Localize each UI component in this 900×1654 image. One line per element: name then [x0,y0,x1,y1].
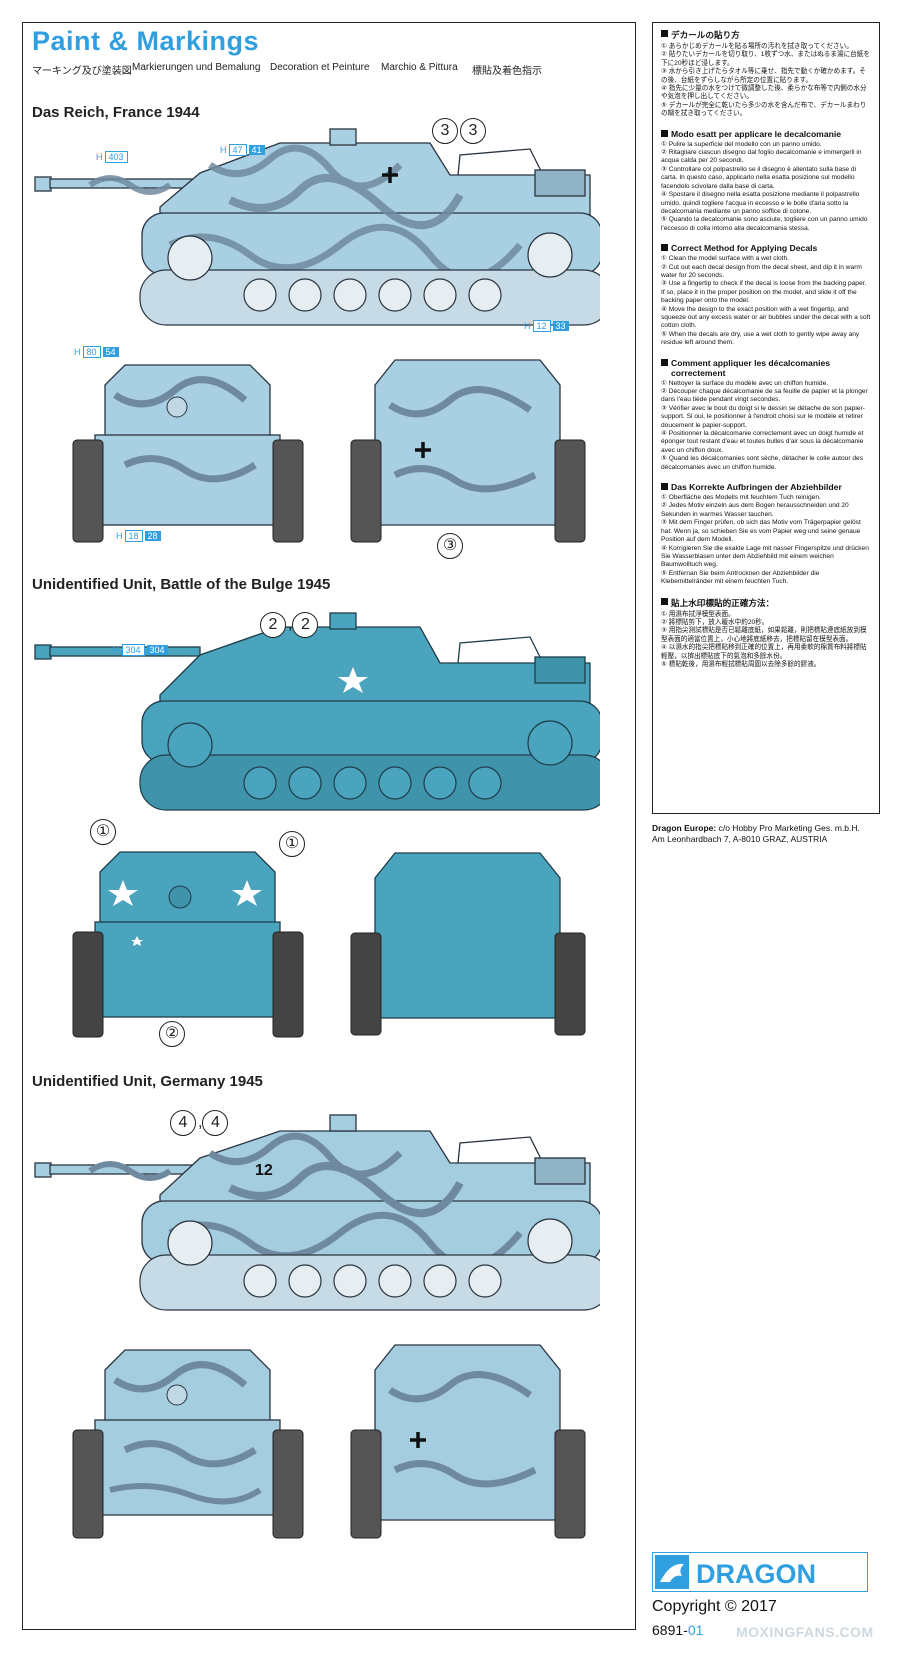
hull-number: 12 [255,1162,273,1179]
tank-rear-view-3 [350,1344,586,1539]
instructions-zh: 貼上水印標貼的正確方法： ① 用濕布拭淨模型表面。 ② 將標貼剪下，放入暖水中約… [661,597,871,670]
step: ① Nettoyer la surface du modèle avec un … [661,379,829,387]
decal-callout-1-left: ① [90,819,116,845]
step: ③ Vérifier avec le bout du doigt si le d… [661,404,865,429]
subtitle-it: Marchio & Pittura [381,62,458,73]
decal-callout-2-2: 2,2 [260,612,320,638]
instructions-fr-heading: Comment appliquer les décalcomanies corr… [671,357,831,378]
step: ① あらかじめデカールを貼る場所の汚れを拭き取ってください。 [661,43,853,50]
step: ① Oberfläche des Modells mit feuchtem Tu… [661,494,821,502]
step: ④ 以濕水的指尖把標貼移到正確的位置上，再用柔軟的棉質布料將標貼輕壓，以擠出標貼… [661,644,867,660]
distributor-company: Dragon Europe: [652,823,717,833]
tank-front-view-1 [72,364,304,543]
step: ③ Mit dem Finger prüfen, ob sich das Mot… [661,519,861,544]
tank-front-view-2 [72,851,304,1038]
logo-text: DRAGON [696,1559,816,1589]
tank-side-view-1 [34,128,600,326]
instructions-de: Das Korrekte Aufbringen der Abziehbilder… [661,482,871,586]
markings-frame [22,22,636,1630]
scheme-title-1: Das Reich, France 1944 [32,104,200,121]
step: ④ Move the design to the exact position … [661,305,871,330]
subtitle-zh: 標貼及着色指示 [472,66,542,77]
step: ② Ritagliare ciascun disegno dal foglio … [661,149,862,165]
scheme-title-3: Unidentified Unit, Germany 1945 [32,1073,263,1090]
step: ① Pulire la superficie del modello con u… [661,140,822,148]
step: ⑤ Entfernan Sie beim Antrocknen der Abzi… [661,569,820,586]
copyright: Copyright © 2017 [652,1598,777,1615]
decal-callout-2: ② [159,1021,185,1047]
decal-instructions-panel: デカールの貼り方 ① あらかじめデカールを貼る場所の汚れを拭き取ってください。 … [652,22,880,814]
distributor-address: Dragon Europe: c/o Hobby Pro Marketing G… [652,823,860,845]
step: ③ Use a fingertip to check if the decal … [661,280,867,305]
step: ③ 水から引き上げたらタオル等に乗せ、指先で動くか確かめます。その後、台紙をずら… [661,68,866,84]
tank-front-view-3 [72,1349,304,1539]
step: ③ Controllare col polpastrello se il dis… [661,165,857,190]
decal-callout-1-right: ① [279,831,305,857]
instructions-zh-heading: 貼上水印標貼的正確方法： [671,597,775,608]
tank-rear-view-1 [350,359,586,543]
step: ④ Korrigieren Sie die exakte Lage mit na… [661,544,869,569]
tank-side-view-3 [34,1114,600,1311]
step: ② Cut out each decal design from the dec… [661,263,862,279]
instructions-it-heading: Modo esatt per applicare le decalcomanie [671,128,842,139]
step: ④ Positionner la décalcomanie correcteme… [661,430,864,454]
subtitle-de: Markierungen und Bemalung [132,62,261,73]
tank-rear-view-2 [350,852,586,1036]
instructions-ja: デカールの貼り方 ① あらかじめデカールを貼る場所の汚れを拭き取ってください。 … [661,29,871,119]
instructions-it: Modo esatt per applicare le decalcomanie… [661,129,871,233]
page-title: Paint & Markings [32,26,260,56]
step: ⑤ Quando la decalcomanie sono asciute, t… [661,216,868,232]
step: ① 用濕布拭淨模型表面。 [661,610,735,618]
step: ⑤ Quand les décalcomanies sont sèche, dé… [661,455,864,471]
step: ⑤ When the decals are dry, use a wet clo… [661,330,860,347]
distributor-line1: c/o Hobby Pro Marketing Ges. m.b.H. [718,823,860,833]
step: ② Jedes Motiv einzeln aus dem Bogen hera… [661,502,849,518]
decal-callout-4-4: 4,4 [170,1110,230,1136]
step: ⑤ 標貼乾後，用濕布輕拭標貼周圍以去除多餘的膠液。 [661,660,821,668]
step: ⑤ デカールが完全に乾いたら多少の水を含んだ布で、デカールまわりの糊を拭き取って… [661,101,867,118]
distributor-line2: Am Leonhardbach 7, A-8010 GRAZ, AUSTRIA [652,834,828,844]
instructions-ja-heading: デカールの貼り方 [671,30,740,40]
instructions-de-heading: Das Korrekte Aufbringen der Abziehbilder [671,482,842,493]
instructions-en: Correct Method for Applying Decals ① Cle… [661,243,871,347]
dragon-logo: DRAGON [652,1552,868,1592]
step: ② 貼りたいデカールを切り取り、1枚ずつ水、またはぬるま湯に台紙を下に20秒ほど… [661,51,870,67]
decal-callout-3: ③ [437,533,463,559]
kit-code: 6891-01 [652,1622,704,1638]
subtitle-fr: Decoration et Peinture [270,62,370,73]
watermark: MOXINGFANS.COM [736,1624,874,1640]
step: ② Découper chaque décalcomanie de sa feu… [661,388,868,404]
step: ③ 用指尖測試標貼是否已鬆離底紙，如果鬆離，則把標貼連底紙放到模型表面的適當位置… [661,627,867,643]
step: ④ Spostare il disegno nella esatta posiz… [661,191,860,215]
scheme-title-2: Unidentified Unit, Battle of the Bulge 1… [32,576,331,593]
instructions-en-heading: Correct Method for Applying Decals [671,243,818,254]
step: ④ 指先に少量の水をつけて微調整した後、柔らかな布等で内側の水分や気泡を押し出し… [661,85,867,101]
step: ② 將標貼剪下，放入暖水中約20秒。 [661,618,769,626]
tank-side-view-2 [34,612,600,811]
subtitle-ja: マーキング及び塗装図 [32,66,132,77]
instructions-fr: Comment appliquer les décalcomanies corr… [661,358,871,472]
step: ① Clean the model surface with a wet clo… [661,255,789,263]
